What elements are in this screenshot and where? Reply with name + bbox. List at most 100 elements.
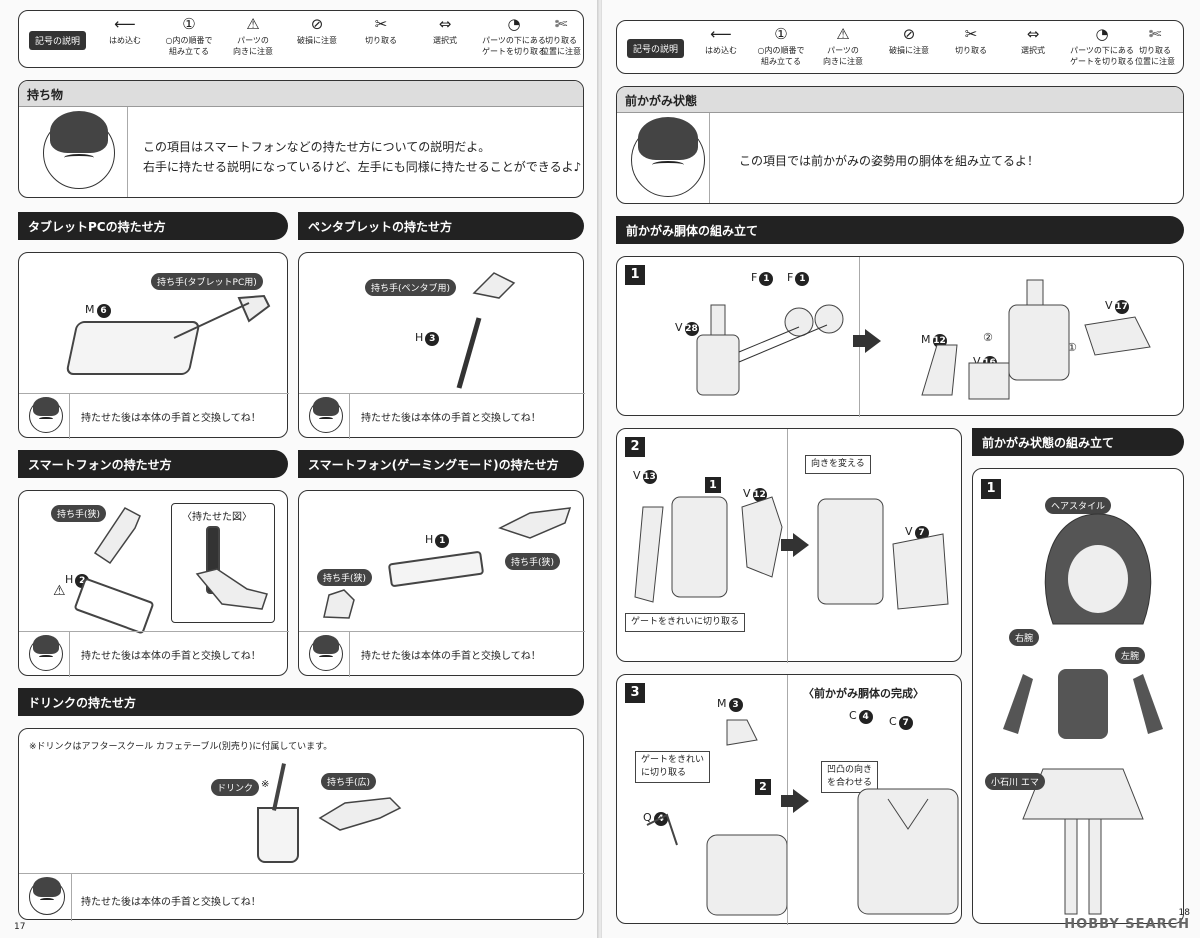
- warning-icon: ⚠: [246, 15, 260, 33]
- align-instruction: 凹凸の向き を合わせる: [821, 761, 879, 793]
- phone-note: 持たせた後は本体の手首と交換してね！: [81, 651, 261, 662]
- character-avatar: [43, 111, 115, 189]
- left-arm-label: 左腕: [1115, 647, 1146, 664]
- cut-position-icon: ✄: [554, 15, 568, 33]
- gate-icon: ◔: [507, 15, 521, 33]
- legend-item: ①○内の順番で 組み立てる: [159, 15, 219, 57]
- character-avatar: [309, 396, 343, 433]
- tablet-note: 持たせた後は本体の手首と交換してね！: [81, 413, 261, 424]
- step-number: 3: [625, 683, 645, 703]
- right-arm-label: 右腕: [1009, 629, 1040, 646]
- character-avatar: [29, 634, 63, 671]
- frame-assembled-drawing: [921, 279, 1151, 400]
- gate-icon: ◔: [1095, 25, 1109, 43]
- drink-note: 持たせた後は本体の手首と交換してね！: [81, 897, 261, 908]
- order-marker: ①: [1067, 341, 1077, 354]
- cut-icon: ✂: [964, 25, 978, 43]
- pentab-section-title: ペンタブレットの持たせ方: [298, 212, 584, 240]
- intro-title: 持ち物: [19, 81, 583, 107]
- drink-hand-drawing: [318, 797, 402, 831]
- drink-cup: [257, 807, 299, 863]
- drink-footnote: ※ドリンクはアフタースクール カフェテーブル(別売り)に付属しています。: [29, 742, 333, 752]
- legend-item: ⟵はめ込む: [691, 25, 751, 56]
- intro-title: 前かがみ状態: [617, 87, 1183, 113]
- drink-label: ドリンク: [211, 779, 260, 796]
- phone-section-title: スマートフォンの持たせ方: [18, 450, 288, 478]
- next-arrow-icon: [781, 789, 809, 813]
- legend-item: ◔パーツの下にある ゲートを切り取る: [479, 15, 549, 57]
- legend-item: ⚠パーツの 向きに注意: [813, 25, 873, 67]
- assembly-section-title: 前かがみ状態の組み立て: [972, 428, 1184, 456]
- cut-icon: ✂: [374, 15, 388, 33]
- legend-item: ⊘破損に注意: [287, 15, 347, 46]
- tablet-section-title: タブレットPCの持たせ方: [18, 212, 288, 240]
- tablet-hand-drawing: [173, 294, 271, 339]
- circled-one-icon: ①: [774, 25, 788, 43]
- page-number: 17: [14, 922, 26, 932]
- completion-title: 〈前かがみ胴体の完成〉: [803, 687, 924, 700]
- inset-label: 〈持たせた図〉: [182, 512, 252, 523]
- held-view-inset: 〈持たせた図〉: [171, 503, 275, 623]
- next-arrow-icon: [853, 329, 881, 353]
- legend-item: ✄切り取る 位置に注意: [1125, 25, 1185, 67]
- gaming-phone: [387, 550, 485, 588]
- cut-position-icon: ✄: [1148, 25, 1162, 43]
- hand-label: 持ち手(狭): [51, 505, 107, 522]
- hand-drawing: [195, 568, 268, 610]
- order-marker: ②: [983, 331, 993, 344]
- legend-item: ⇔選択式: [1003, 25, 1063, 56]
- legend-tag: 記号の説明: [29, 31, 87, 50]
- left-page: 記号の説明 ⟵はめ込む ①○内の順番で 組み立てる ⚠パーツの 向きに注意 ⊘破…: [0, 0, 598, 938]
- smartphone: [73, 577, 155, 635]
- warning-icon: ⚠: [53, 583, 66, 599]
- character-avatar: [29, 396, 63, 433]
- hand-label: 持ち手(タブレットPC用): [151, 273, 263, 290]
- gate-instruction: ゲートをきれいに切り取る: [625, 613, 746, 632]
- character-name-label: 小石川 エマ: [985, 773, 1045, 790]
- legend-item: ✄切り取る 位置に注意: [531, 15, 591, 57]
- intro-text-line2: 右手に持たせる説明になっているけど、左手にも同様に持たせることができるよ♪: [143, 160, 582, 174]
- step-number: 2: [625, 437, 645, 457]
- right-page: 記号の説明 ⟵はめ込む ①○内の順番で 組み立てる ⚠パーツの 向きに注意 ⊘破…: [602, 0, 1200, 938]
- page-number: 18: [1178, 908, 1190, 918]
- intro-text-line1: この項目では前かがみの姿勢用の胴体を組み立てるよ！: [739, 154, 1040, 168]
- next-arrow-icon: [781, 533, 809, 557]
- choice-arrow-icon: ⇔: [1026, 25, 1040, 43]
- legend-item: ✂切り取る: [941, 25, 1001, 56]
- legend-item: ✂切り取る: [351, 15, 411, 46]
- step-number: 1: [625, 265, 645, 285]
- sub-step-number: 1: [705, 477, 721, 493]
- break-icon: ⊘: [310, 15, 324, 33]
- hair-label: ヘアスタイル: [1045, 497, 1112, 514]
- turn-instruction: 向きを変える: [805, 455, 871, 474]
- hand-label-left: 持ち手(狭): [317, 569, 373, 586]
- symbol-legend: 記号の説明 ⟵はめ込む ①○内の順番で 組み立てる ⚠パーツの 向きに注意 ⊘破…: [616, 20, 1184, 74]
- warning-icon: ⚠: [836, 25, 850, 43]
- legend-item: ◔パーツの下にある ゲートを切り取る: [1067, 25, 1137, 67]
- gaming-section-title: スマートフォン(ゲーミングモード)の持たせ方: [298, 450, 584, 478]
- gaming-note: 持たせた後は本体の手首と交換してね！: [361, 651, 541, 662]
- sub-step-number: 2: [755, 779, 771, 795]
- torso-turned-drawing: [817, 498, 949, 610]
- torso-complete-drawing: [857, 788, 959, 915]
- pentab-note: 持たせた後は本体の手首と交換してね！: [361, 413, 541, 424]
- choice-arrow-icon: ⇔: [438, 15, 452, 33]
- hand-label: 持ち手(ペンタブ用): [365, 279, 457, 296]
- character-avatar: [309, 634, 343, 671]
- legend-tag: 記号の説明: [627, 39, 685, 58]
- intro-text-line1: この項目はスマートフォンなどの持たせ方についての説明だよ。: [143, 140, 491, 154]
